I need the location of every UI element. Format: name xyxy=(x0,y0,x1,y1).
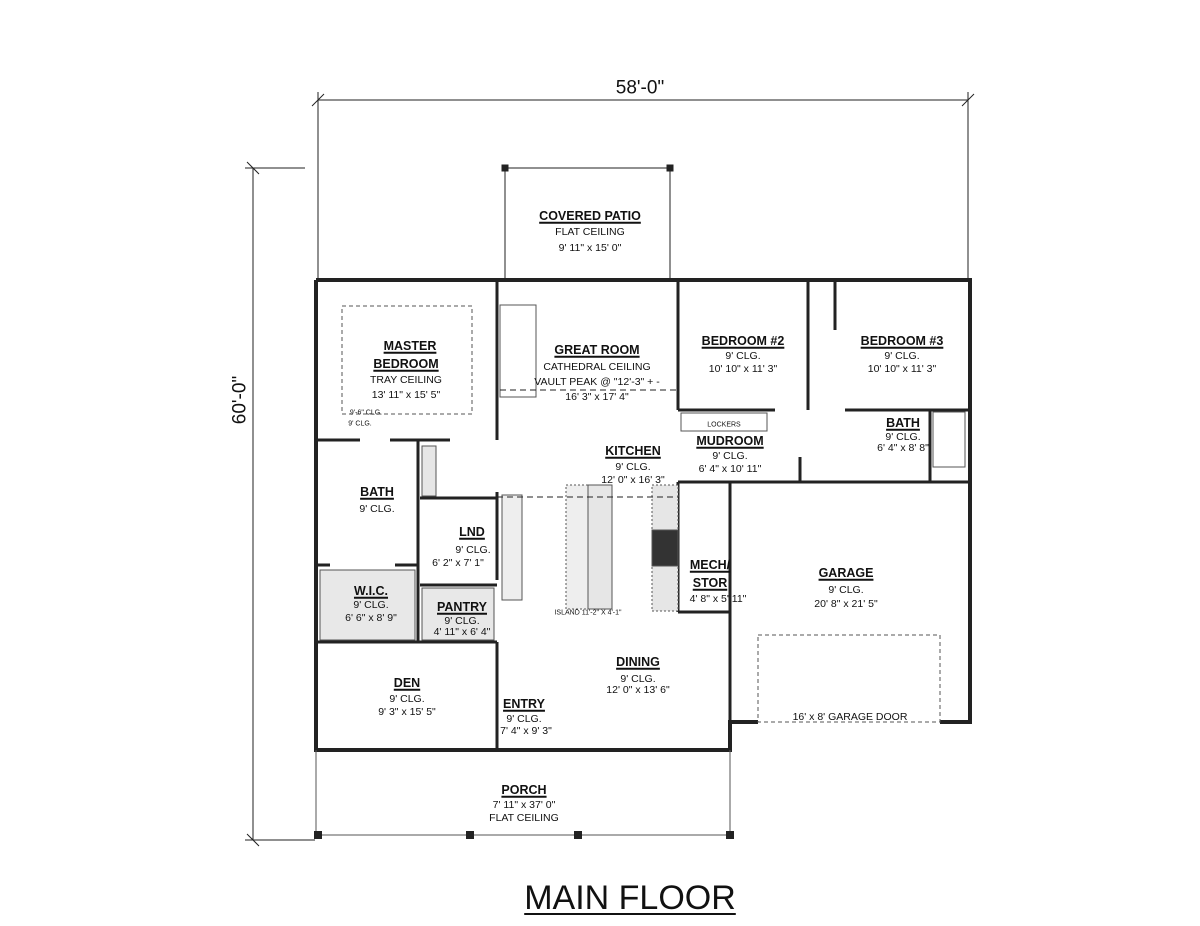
entry-ceiling: 9' CLG. xyxy=(506,712,542,725)
master-bath-ceiling: 9' CLG. xyxy=(359,502,395,515)
patio-name: COVERED PATIO xyxy=(539,208,641,223)
den-name: DEN xyxy=(393,675,421,690)
fixtures xyxy=(315,304,966,836)
wic-name: W.I.C. xyxy=(353,583,389,598)
bath2-ceiling: 9' CLG. xyxy=(885,430,921,443)
lockers-label: LOCKERS xyxy=(707,421,741,429)
den-ceiling: 9' CLG. xyxy=(389,692,425,705)
wic-size: 6' 6" x 8' 9" xyxy=(345,611,397,624)
mech-name-1: MECH/ xyxy=(689,557,731,572)
great-room-ceiling: CATHEDRAL CEILING xyxy=(543,360,651,373)
master-ceiling: TRAY CEILING xyxy=(370,373,442,386)
porch-posts xyxy=(314,831,734,839)
kitchen-size: 12' 0" x 16' 3" xyxy=(601,473,665,486)
laundry-name: LND xyxy=(459,524,485,539)
master-bath-name: BATH xyxy=(360,484,394,499)
great-room-name: GREAT ROOM xyxy=(554,342,640,357)
kitchen-ceiling: 9' CLG. xyxy=(615,460,651,473)
porch-name: PORCH xyxy=(501,782,547,797)
mudroom-name: MUDROOM xyxy=(696,433,764,448)
laundry-ceiling: 9' CLG. xyxy=(455,543,491,556)
pantry-ceiling: 9' CLG. xyxy=(444,614,480,627)
garage-ceiling: 9' CLG. xyxy=(828,583,864,596)
pantry-size: 4' 11" x 6' 4" xyxy=(433,625,491,638)
dining-ceiling: 9' CLG. xyxy=(620,672,656,685)
mudroom-ceiling: 9' CLG. xyxy=(712,449,748,462)
porch-size: 7' 11" x 37' 0" xyxy=(492,798,556,811)
laundry-size: 6' 2" x 7' 1" xyxy=(432,556,484,569)
mech-name-2: STOR xyxy=(692,575,728,590)
patio-outline xyxy=(501,164,674,280)
patio-size: 9' 11" x 15' 0" xyxy=(558,241,622,254)
den-size: 9' 3" x 15' 5" xyxy=(378,705,436,718)
master-name-2: BEDROOM xyxy=(373,356,439,371)
mudroom-size: 6' 4" x 10' 11" xyxy=(698,462,762,475)
master-name-1: MASTER xyxy=(383,338,437,353)
bedroom2-name: BEDROOM #2 xyxy=(701,333,785,348)
bath2-name: BATH xyxy=(886,415,920,430)
bedroom2-ceiling: 9' CLG. xyxy=(725,349,761,362)
width-dimension: 58'-0" xyxy=(615,77,665,99)
entry-name: ENTRY xyxy=(503,696,545,711)
garage-size: 20' 8" x 21' 5" xyxy=(814,597,878,610)
bedroom3-name: BEDROOM #3 xyxy=(860,333,944,348)
island-label: ISLAND 11'-2" X 4'-1" xyxy=(554,609,622,617)
master-size: 13' 11" x 15' 5" xyxy=(371,388,441,401)
master-note-1: 9'-6" CLG. xyxy=(349,409,383,417)
garage-door-label: 16' x 8' GARAGE DOOR xyxy=(792,710,908,723)
master-note-2: 9' CLG. xyxy=(348,420,372,428)
patio-ceiling: FLAT CEILING xyxy=(555,225,625,238)
garage-name: GARAGE xyxy=(818,565,874,580)
great-room-vault: VAULT PEAK @ "12'-3" + - xyxy=(534,375,660,388)
pantry-name: PANTRY xyxy=(437,599,487,614)
mech-size: 4' 8" x 5' 11" xyxy=(689,592,747,605)
dining-size: 12' 0" x 13' 6" xyxy=(606,683,670,696)
kitchen-name: KITCHEN xyxy=(605,443,661,458)
plan-title: MAIN FLOOR xyxy=(524,879,736,917)
bath2-size: 6' 4" x 8' 8" xyxy=(877,441,929,454)
dimension-lines xyxy=(245,92,975,847)
bedroom3-size: 10' 10" x 11' 3" xyxy=(867,362,937,375)
bedroom2-size: 10' 10" x 11' 3" xyxy=(708,362,778,375)
porch-ceiling: FLAT CEILING xyxy=(489,811,559,824)
entry-size: 7' 4" x 9' 3" xyxy=(500,724,552,737)
wic-ceiling: 9' CLG. xyxy=(353,598,389,611)
depth-dimension: 60'-0" xyxy=(229,375,251,425)
great-room-size: 16' 3" x 17' 4" xyxy=(565,390,629,403)
dining-name: DINING xyxy=(616,654,660,669)
bedroom3-ceiling: 9' CLG. xyxy=(884,349,920,362)
